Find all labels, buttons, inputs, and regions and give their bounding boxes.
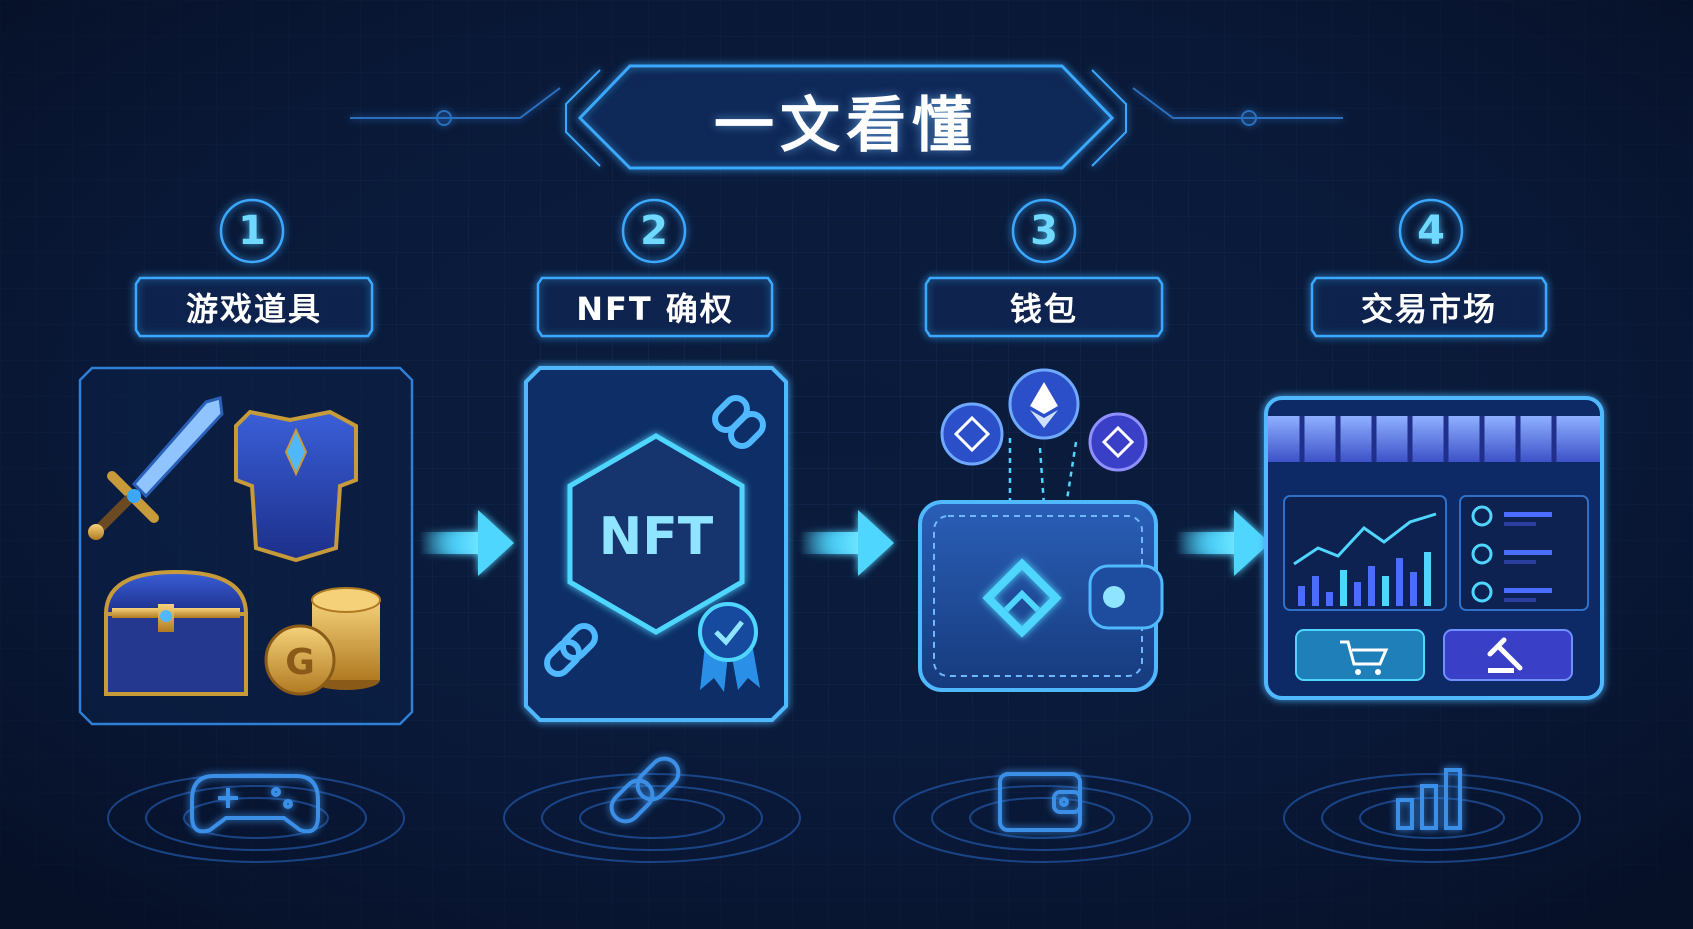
step-2-number-ring bbox=[621, 198, 687, 264]
market-bars-icon bbox=[1298, 552, 1431, 606]
bar-chart-icon bbox=[1396, 768, 1462, 830]
step-2-number: 2 bbox=[640, 208, 668, 254]
arrow-3-icon bbox=[1176, 510, 1270, 576]
step-3-number-ring bbox=[1011, 198, 1077, 264]
game-items-icon: G bbox=[78, 366, 414, 726]
treasure-chest-icon bbox=[103, 569, 249, 696]
step-2-label-frame bbox=[536, 276, 774, 338]
armor-icon bbox=[234, 409, 358, 563]
cart-button-icon bbox=[1295, 629, 1425, 681]
base-rings bbox=[107, 773, 1581, 863]
step-1-label-frame bbox=[134, 276, 374, 338]
svg-text:G: G bbox=[285, 642, 315, 683]
gamepad-icon bbox=[190, 774, 320, 834]
wallet-icon bbox=[918, 368, 1164, 692]
nft-card-icon: NFT bbox=[524, 366, 788, 722]
nft-card-text: NFT bbox=[599, 507, 714, 567]
sword-icon bbox=[88, 396, 224, 540]
wallet-small-icon bbox=[998, 772, 1082, 832]
page-title: 一文看懂 bbox=[714, 91, 978, 161]
step-3-label-frame bbox=[924, 276, 1164, 338]
step-4-label-frame bbox=[1310, 276, 1548, 338]
chain-link-icon bbox=[609, 756, 681, 824]
step-3-number: 3 bbox=[1030, 208, 1058, 254]
certified-badge-icon bbox=[698, 602, 760, 692]
ethereum-token-icon bbox=[1008, 368, 1080, 440]
step-4-number: 4 bbox=[1417, 208, 1445, 254]
chain-link-top-icon bbox=[712, 395, 766, 449]
arrow-1-icon bbox=[420, 510, 514, 576]
token-left-icon bbox=[940, 402, 1004, 466]
step-4-label: 交易市场 bbox=[1360, 290, 1497, 328]
gold-coins-icon: G bbox=[264, 587, 381, 696]
step-3-label: 钱包 bbox=[1009, 290, 1078, 328]
step-1-number-ring bbox=[219, 198, 285, 264]
chain-link-bottom-icon bbox=[544, 623, 598, 677]
step-1-number: 1 bbox=[238, 208, 266, 254]
token-right-icon bbox=[1088, 412, 1148, 472]
step-4-number-ring bbox=[1398, 198, 1464, 264]
market-list-icon bbox=[1471, 505, 1552, 603]
arrow-2-icon bbox=[800, 510, 894, 576]
step-2-label: NFT 确权 bbox=[576, 290, 734, 328]
title-frame bbox=[350, 64, 1343, 170]
auction-button-icon bbox=[1443, 629, 1573, 681]
marketplace-icon bbox=[1264, 396, 1604, 700]
step-1-label: 游戏道具 bbox=[185, 290, 322, 328]
